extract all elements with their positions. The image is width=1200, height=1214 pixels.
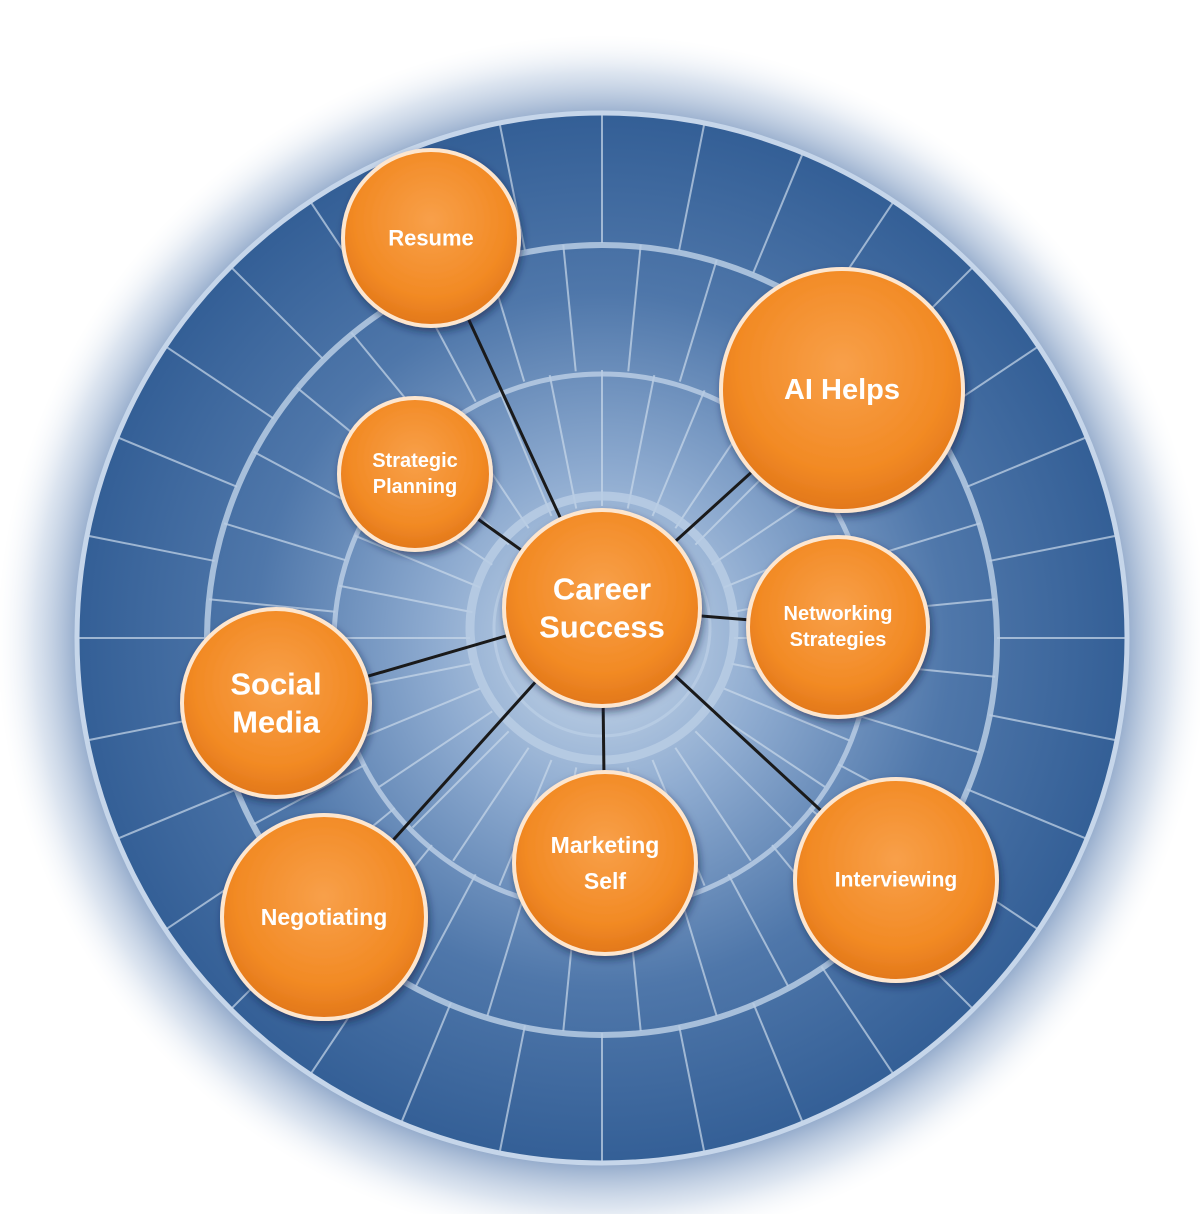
- grid-spoke: [378, 710, 493, 788]
- grid-spoke: [411, 730, 510, 829]
- grid-spoke: [88, 534, 215, 562]
- node-label: Negotiating: [261, 904, 388, 930]
- grid-spoke: [858, 714, 981, 754]
- grid-spoke: [727, 873, 790, 987]
- grid-spoke: [651, 390, 706, 517]
- node-circle: [793, 777, 999, 983]
- node-circle: [337, 396, 493, 552]
- node-ai-helps: AI Helps: [719, 267, 965, 513]
- grid-spoke: [118, 436, 238, 488]
- node-label: Media: [232, 705, 321, 740]
- grid-spoke: [486, 894, 526, 1017]
- grid-spoke: [820, 965, 894, 1074]
- node-negotiating: Negotiating: [220, 813, 428, 1021]
- grid-spoke: [966, 436, 1086, 488]
- grid-spoke: [414, 873, 477, 987]
- node-circle: [719, 267, 965, 513]
- node-interviewing: Interviewing: [793, 777, 999, 983]
- grid-spoke: [400, 1002, 452, 1122]
- grid-spoke: [354, 687, 481, 742]
- node-label: Marketing: [551, 832, 660, 858]
- grid-spoke: [966, 788, 1086, 840]
- ring-outer-edge: [74, 110, 1130, 1166]
- node-label: Networking: [784, 603, 893, 625]
- node-label: Strategic: [372, 450, 458, 472]
- node-label: Success: [539, 610, 665, 645]
- grid-spoke: [452, 747, 530, 862]
- grid-spoke: [723, 687, 850, 742]
- grid-spoke: [166, 346, 275, 420]
- node-label: Interviewing: [835, 869, 958, 892]
- node-label: Self: [584, 868, 627, 894]
- node-resume: Resume: [341, 148, 521, 328]
- grid-spoke: [253, 763, 367, 826]
- grid-spoke: [223, 522, 346, 562]
- grid-spoke: [354, 534, 481, 589]
- node-circle: [502, 508, 702, 708]
- grid-spoke: [118, 788, 238, 840]
- grid-spoke: [678, 894, 718, 1017]
- grid-spoke: [752, 1002, 804, 1122]
- grid-spoke: [208, 598, 336, 613]
- node-label: Social: [230, 667, 321, 702]
- grid-spoke: [626, 374, 656, 509]
- node-label: Career: [553, 572, 651, 607]
- grid-spoke: [562, 244, 577, 372]
- grid-spoke: [678, 1025, 706, 1152]
- node-circle: [180, 607, 372, 799]
- node-circle: [220, 813, 428, 1021]
- grid-spoke: [498, 124, 526, 251]
- node-circle: [512, 770, 698, 956]
- grid-spoke: [989, 714, 1116, 742]
- grid-spoke: [674, 747, 752, 862]
- grid-spoke: [231, 267, 324, 360]
- grid-spoke: [694, 730, 793, 829]
- grid-spoke: [338, 584, 473, 614]
- grid-spoke: [989, 534, 1116, 562]
- ring-2: [465, 491, 739, 765]
- node-circle: [746, 535, 930, 719]
- node-label: Strategies: [790, 629, 887, 651]
- grid-spoke: [678, 259, 718, 382]
- grid-spoke: [752, 154, 804, 274]
- grid-spoke: [498, 390, 553, 517]
- node-circle: [341, 148, 521, 328]
- grid-spoke: [548, 374, 578, 509]
- grid-spoke: [678, 124, 706, 251]
- node-label: Planning: [373, 476, 457, 498]
- grid-spoke: [711, 710, 826, 788]
- grid-spoke: [627, 244, 642, 372]
- node-label: Resume: [388, 226, 474, 251]
- node-label: AI Helps: [784, 374, 900, 406]
- grid-spoke: [498, 1025, 526, 1152]
